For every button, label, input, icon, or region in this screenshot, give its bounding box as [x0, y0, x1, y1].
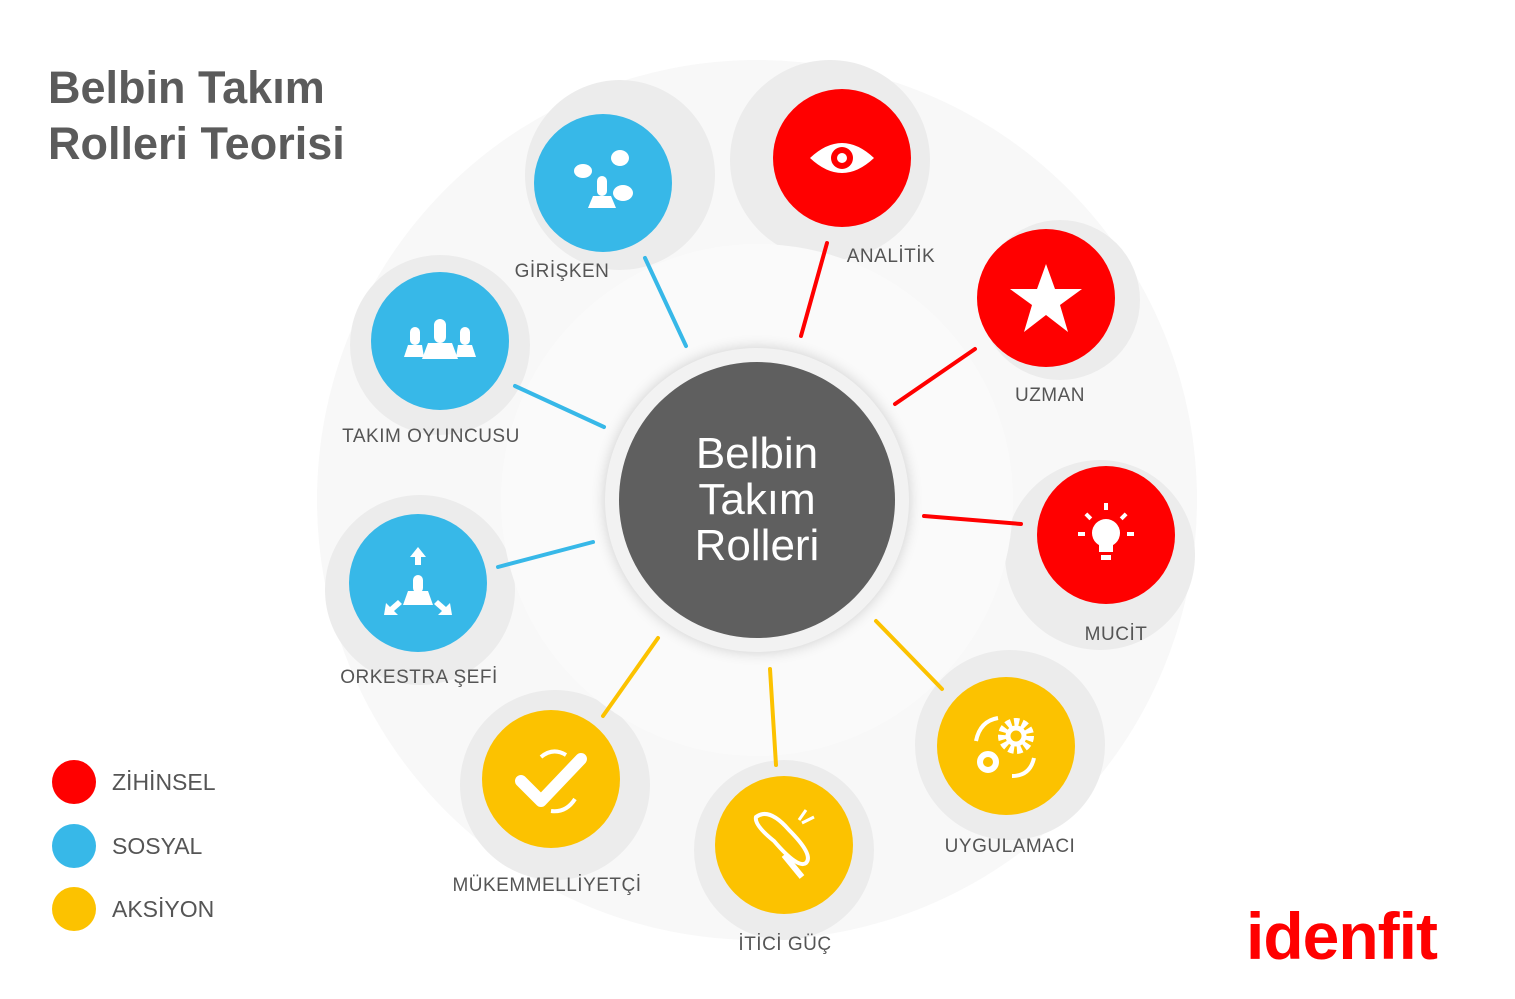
page-title: Belbin Takım Rolleri Teorisi [48, 60, 345, 172]
role-label: UZMAN [1014, 385, 1086, 406]
leader-arrows-icon [378, 543, 458, 623]
lightbulb-icon [1066, 495, 1146, 575]
legend-item-zihinsel: ZİHİNSEL [52, 760, 216, 804]
role-label: UYGULAMACI [944, 836, 1076, 857]
role-label: TAKIM OYUNCUSU [342, 426, 520, 447]
role-circle [482, 710, 620, 848]
legend-dot-yellow [52, 887, 96, 931]
legend-item-aksiyon: AKSİYON [52, 887, 214, 931]
role-circle [349, 514, 487, 652]
role-circle [773, 89, 911, 227]
title-line-2: Rolleri Teorisi [48, 118, 345, 169]
legend-label: SOSYAL [112, 832, 203, 859]
connector-line [768, 667, 778, 767]
connector-line [496, 540, 595, 569]
connector-line [893, 347, 977, 406]
team-icon [400, 301, 480, 381]
role-circle [534, 114, 672, 252]
center-line-2: Takım [698, 475, 816, 524]
star-icon [1006, 258, 1086, 338]
role-label: ANALİTİK [846, 246, 936, 267]
connector-line [922, 514, 1023, 526]
title-line-1: Belbin Takım [48, 62, 325, 113]
role-circle [937, 677, 1075, 815]
legend-dot-red [52, 760, 96, 804]
idenfit-logo: idenfit [1246, 899, 1438, 973]
role-label: İTİCİ GÜÇ [738, 934, 832, 955]
connector-line [513, 384, 606, 429]
role-label: MUCİT [1084, 624, 1148, 645]
role-label: MÜKEMMELLİYETÇİ [452, 875, 642, 896]
gears-icon [966, 706, 1046, 786]
legend-item-sosyal: SOSYAL [52, 824, 202, 868]
center-circle: Belbin Takım Rolleri [605, 348, 909, 652]
connector-line [874, 619, 944, 691]
role-circle [977, 229, 1115, 367]
legend-label: ZİHİNSEL [112, 768, 216, 795]
legend-label: AKSİYON [112, 895, 215, 922]
center-line-1: Belbin [695, 429, 819, 478]
role-label: ORKESTRA ŞEFİ [340, 667, 498, 688]
connector-line [799, 241, 829, 338]
connector-line [601, 636, 660, 718]
role-circle [1037, 466, 1175, 604]
connector-line [643, 256, 688, 348]
role-label: GİRİŞKEN [514, 261, 610, 282]
eye-icon [802, 118, 882, 198]
center-line-3: Rolleri [694, 521, 820, 570]
role-circle [715, 776, 853, 914]
speech-bubbles-icon [563, 143, 643, 223]
checkmark-icon [511, 739, 591, 819]
legend-dot-blue [52, 824, 96, 868]
center-label: Belbin Takım Rolleri [619, 362, 895, 638]
whip-icon [744, 805, 824, 885]
role-circle [371, 272, 509, 410]
